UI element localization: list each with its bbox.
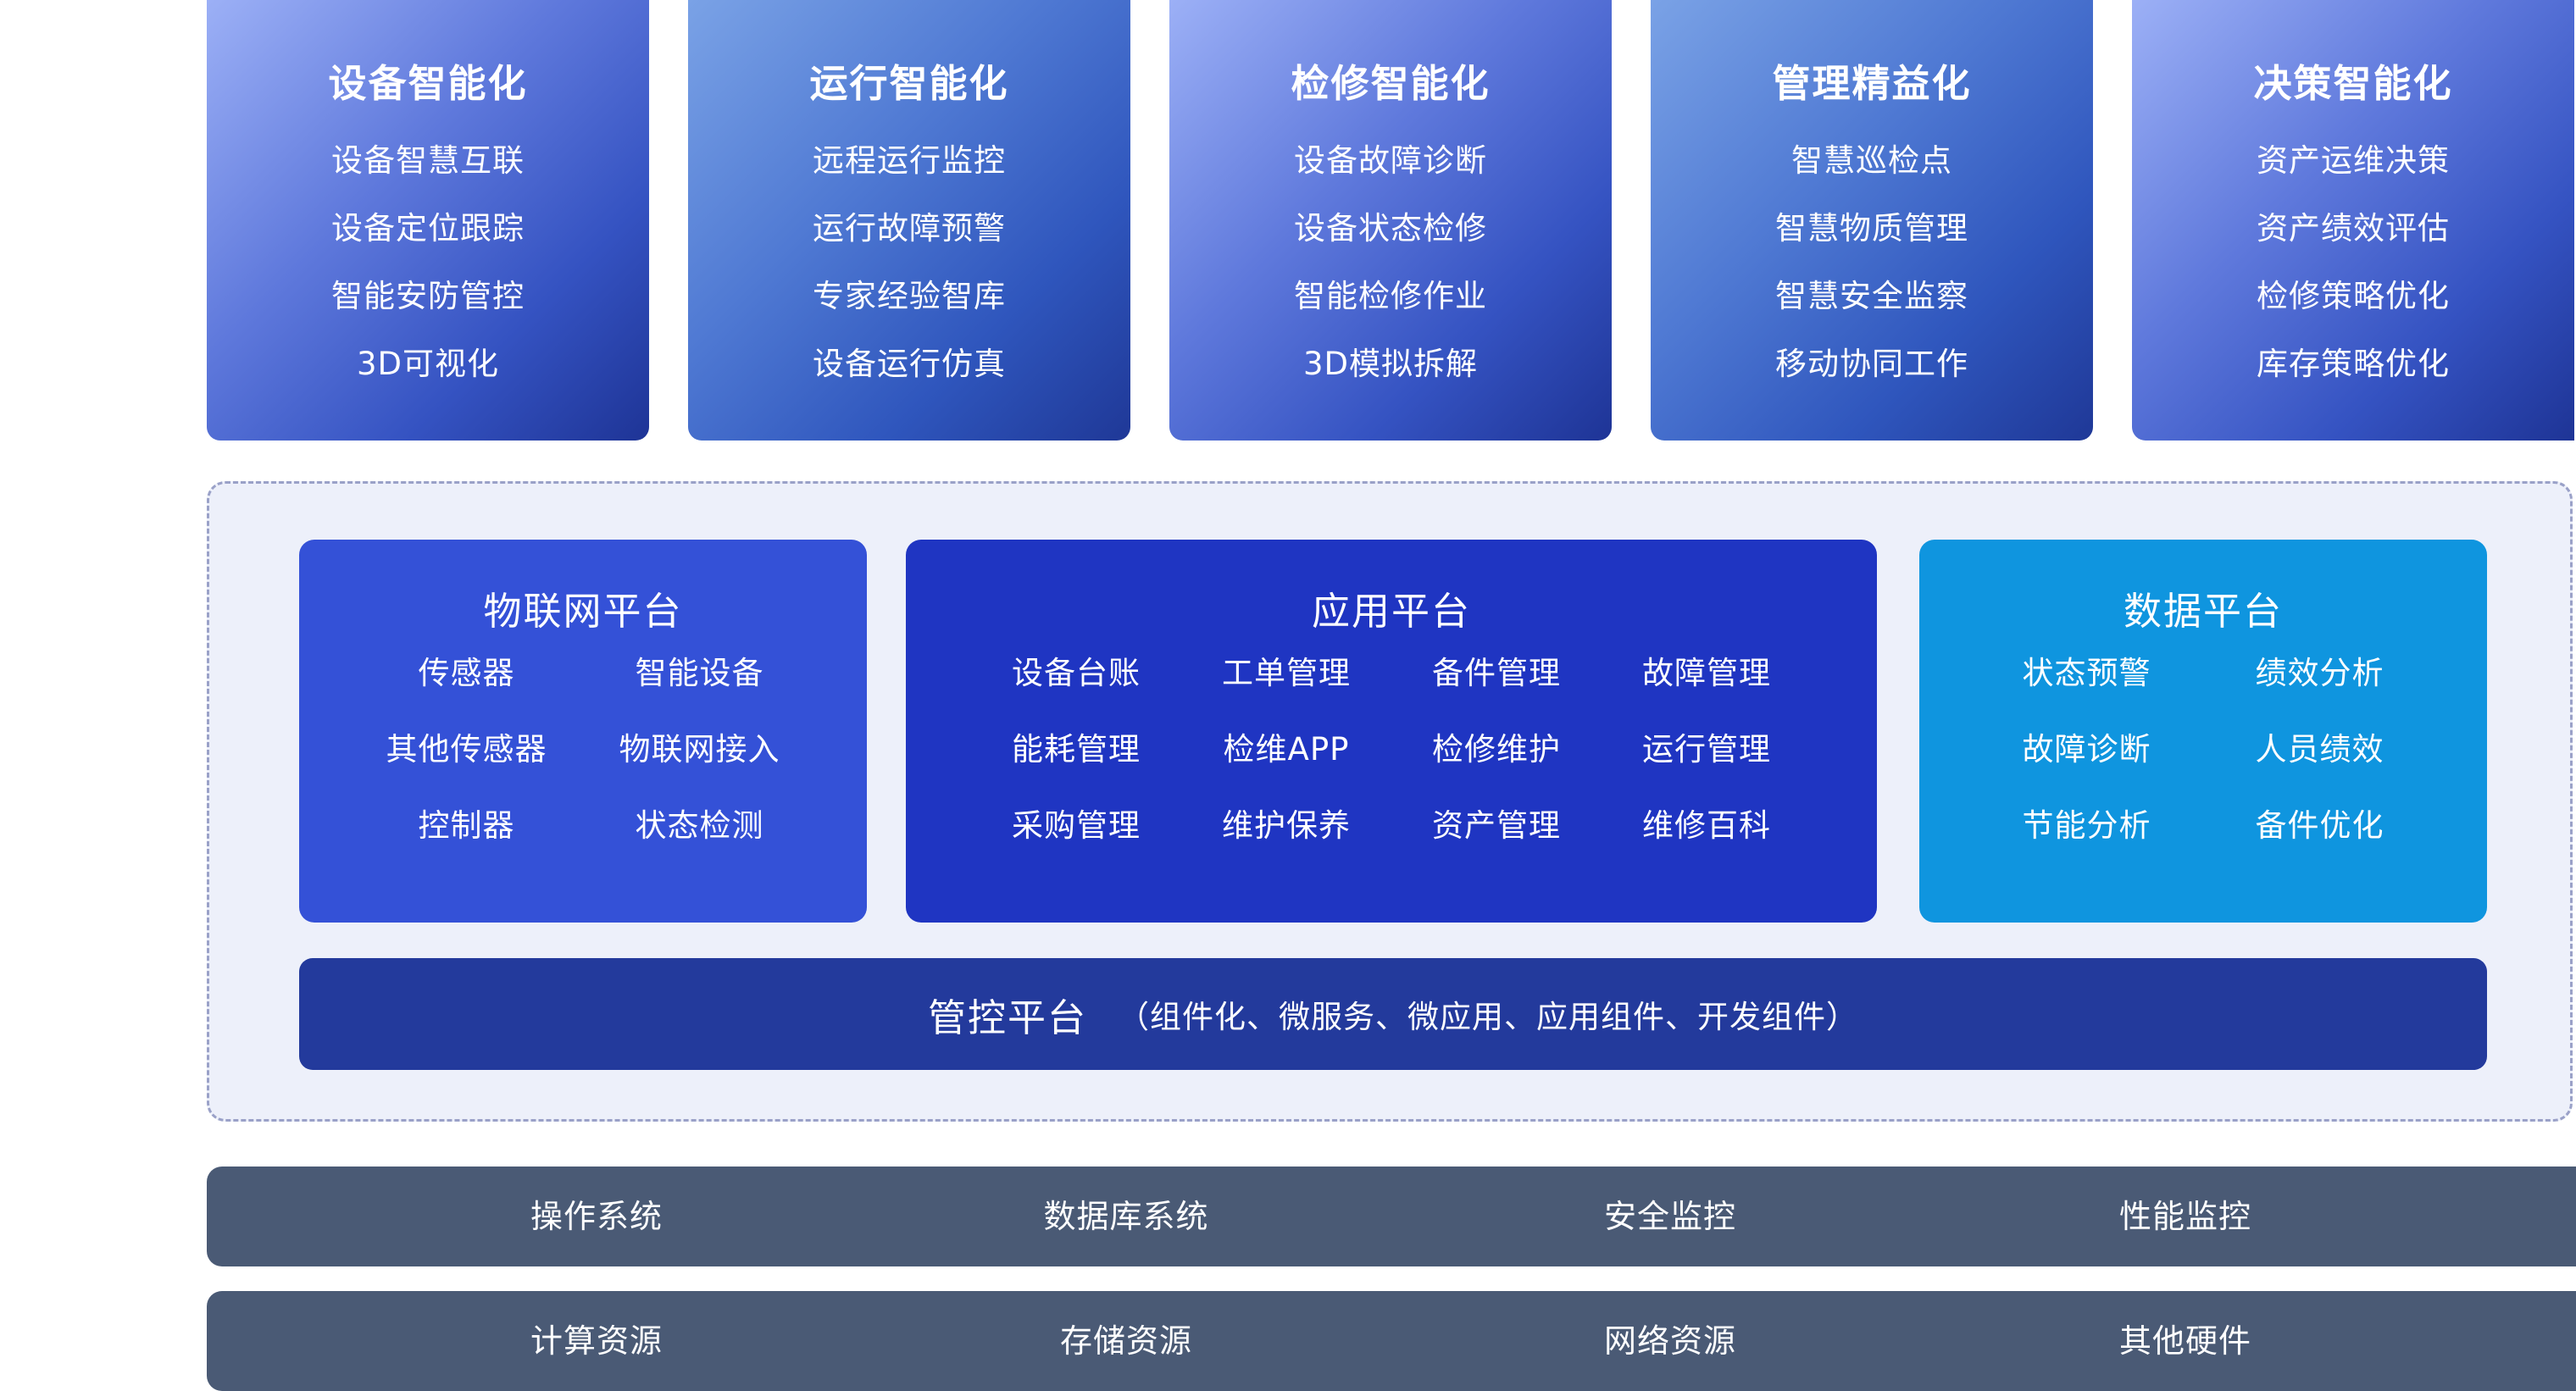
capability-item: 资产绩效评估 bbox=[2257, 210, 2450, 247]
capability-title: 运行智能化 bbox=[809, 61, 1009, 106]
platform-item: 节能分析 bbox=[2022, 807, 2151, 844]
application-platform-items: 设备台账 工单管理 备件管理 故障管理 能耗管理 检维APP 检修维护 运行管理… bbox=[906, 648, 1877, 877]
capability-item: 库存策略优化 bbox=[2257, 346, 2450, 382]
capability-item: 设备智慧互联 bbox=[331, 142, 525, 179]
resource-layer-bar: 计算资源 存储资源 网络资源 其他硬件 bbox=[207, 1291, 2576, 1391]
capability-item: 运行故障预警 bbox=[813, 210, 1006, 247]
infra-item: 网络资源 bbox=[1603, 1322, 1736, 1360]
infra-item: 其他硬件 bbox=[2118, 1322, 2251, 1360]
infra-item: 性能监控 bbox=[2118, 1198, 2251, 1235]
data-platform-items: 状态预警 绩效分析 故障诊断 人员绩效 节能分析 备件优化 bbox=[1919, 648, 2487, 877]
control-platform-title: 管控平台 bbox=[927, 995, 1087, 1040]
capability-item: 设备故障诊断 bbox=[1294, 142, 1487, 179]
capability-item: 3D可视化 bbox=[356, 346, 500, 382]
platform-item: 检修维护 bbox=[1432, 731, 1561, 768]
capability-card-device: 设备智能化 设备智慧互联 设备定位跟踪 智能安防管控 3D可视化 bbox=[207, 0, 649, 441]
platform-item: 检维APP bbox=[1223, 731, 1350, 768]
capability-item: 智能安防管控 bbox=[331, 278, 525, 314]
platform-item: 其他传感器 bbox=[386, 731, 547, 768]
platform-item: 故障诊断 bbox=[2022, 731, 2151, 768]
platform-item: 能耗管理 bbox=[1012, 731, 1141, 768]
capability-items: 设备智慧互联 设备定位跟踪 智能安防管控 3D可视化 bbox=[207, 137, 649, 408]
infra-item: 数据库系统 bbox=[1043, 1198, 1209, 1235]
platform-item: 备件管理 bbox=[1432, 655, 1561, 691]
platform-item: 控制器 bbox=[418, 807, 515, 844]
capability-items: 设备故障诊断 设备状态检修 智能检修作业 3D模拟拆解 bbox=[1169, 137, 1612, 408]
infra-item: 存储资源 bbox=[1059, 1322, 1192, 1360]
capability-title: 管理精益化 bbox=[1772, 61, 1972, 106]
capability-item: 设备运行仿真 bbox=[813, 346, 1006, 382]
capability-item: 设备状态检修 bbox=[1294, 210, 1487, 247]
capability-title: 检修智能化 bbox=[1291, 61, 1491, 106]
platform-item: 资产管理 bbox=[1432, 807, 1561, 844]
platform-item: 状态预警 bbox=[2022, 655, 2151, 691]
platform-item: 绩效分析 bbox=[2255, 655, 2384, 691]
capability-item: 智能检修作业 bbox=[1294, 278, 1487, 314]
capability-title: 设备智能化 bbox=[328, 61, 528, 106]
capability-item: 智慧物质管理 bbox=[1775, 210, 1968, 247]
infra-item: 安全监控 bbox=[1603, 1198, 1736, 1235]
platform-item: 维修百科 bbox=[1642, 807, 1771, 844]
infra-item: 计算资源 bbox=[530, 1322, 663, 1360]
capability-card-decision: 决策智能化 资产运维决策 资产绩效评估 检修策略优化 库存策略优化 bbox=[2132, 0, 2574, 441]
platform-item: 工单管理 bbox=[1222, 655, 1351, 691]
capability-card-operation: 运行智能化 远程运行监控 运行故障预警 专家经验智库 设备运行仿真 bbox=[688, 0, 1130, 441]
iot-platform-panel: 物联网平台 传感器 智能设备 其他传感器 物联网接入 控制器 状态检测 bbox=[299, 540, 867, 923]
control-platform-subtitle: （组件化、微服务、微应用、应用组件、开发组件） bbox=[1118, 999, 1858, 1035]
platform-item: 维护保养 bbox=[1222, 807, 1351, 844]
capability-item: 检修策略优化 bbox=[2257, 278, 2450, 314]
platform-item: 物联网接入 bbox=[619, 731, 780, 768]
platform-item: 故障管理 bbox=[1642, 655, 1771, 691]
capability-item: 智慧安全监察 bbox=[1775, 278, 1968, 314]
capability-item: 设备定位跟踪 bbox=[331, 210, 525, 247]
platform-item: 传感器 bbox=[418, 655, 515, 691]
capability-items: 资产运维决策 资产绩效评估 检修策略优化 库存策略优化 bbox=[2132, 137, 2574, 408]
capability-card-maintenance: 检修智能化 设备故障诊断 设备状态检修 智能检修作业 3D模拟拆解 bbox=[1169, 0, 1612, 441]
platform-zone: 物联网平台 传感器 智能设备 其他传感器 物联网接入 控制器 状态检测 应用平台… bbox=[207, 481, 2573, 1122]
platform-item: 采购管理 bbox=[1012, 807, 1141, 844]
platform-item: 备件优化 bbox=[2255, 807, 2384, 844]
capability-item: 智慧巡检点 bbox=[1791, 142, 1952, 179]
capability-item: 移动协同工作 bbox=[1775, 346, 1968, 382]
system-layer-bar: 操作系统 数据库系统 安全监控 性能监控 bbox=[207, 1167, 2576, 1266]
iot-platform-items: 传感器 智能设备 其他传感器 物联网接入 控制器 状态检测 bbox=[299, 648, 867, 877]
capability-item: 资产运维决策 bbox=[2257, 142, 2450, 179]
capability-items: 远程运行监控 运行故障预警 专家经验智库 设备运行仿真 bbox=[688, 137, 1130, 408]
application-platform-panel: 应用平台 设备台账 工单管理 备件管理 故障管理 能耗管理 检维APP 检修维护… bbox=[906, 540, 1877, 923]
iot-platform-title: 物联网平台 bbox=[483, 589, 683, 634]
platform-item: 人员绩效 bbox=[2255, 731, 2384, 768]
capability-items: 智慧巡检点 智慧物质管理 智慧安全监察 移动协同工作 bbox=[1651, 137, 2093, 408]
capability-cards: 设备智能化 设备智慧互联 设备定位跟踪 智能安防管控 3D可视化 运行智能化 远… bbox=[207, 0, 2576, 441]
control-platform-bar: 管控平台 （组件化、微服务、微应用、应用组件、开发组件） bbox=[299, 958, 2487, 1070]
application-platform-title: 应用平台 bbox=[1311, 589, 1471, 634]
data-platform-title: 数据平台 bbox=[2123, 589, 2283, 634]
capability-item: 专家经验智库 bbox=[813, 278, 1006, 314]
capability-item: 3D模拟拆解 bbox=[1302, 346, 1479, 382]
capability-card-management: 管理精益化 智慧巡检点 智慧物质管理 智慧安全监察 移动协同工作 bbox=[1651, 0, 2093, 441]
capability-item: 远程运行监控 bbox=[813, 142, 1006, 179]
platform-item: 运行管理 bbox=[1642, 731, 1771, 768]
platform-item: 设备台账 bbox=[1012, 655, 1141, 691]
platform-item: 智能设备 bbox=[635, 655, 764, 691]
infra-item: 操作系统 bbox=[530, 1198, 663, 1235]
capability-title: 决策智能化 bbox=[2253, 61, 2453, 106]
platform-item: 状态检测 bbox=[635, 807, 764, 844]
data-platform-panel: 数据平台 状态预警 绩效分析 故障诊断 人员绩效 节能分析 备件优化 bbox=[1919, 540, 2487, 923]
